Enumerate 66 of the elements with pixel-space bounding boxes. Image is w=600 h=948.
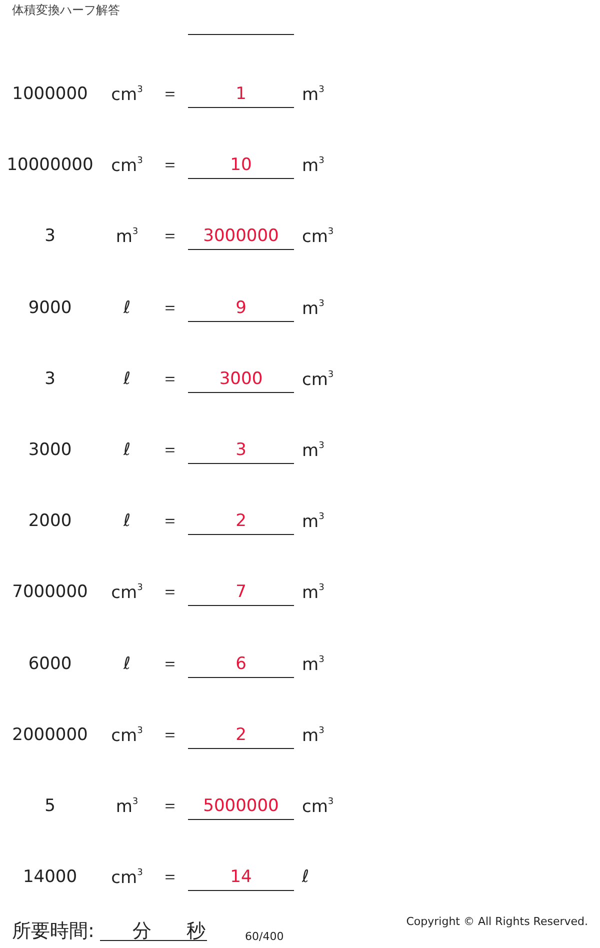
quantity: 2000000 bbox=[12, 726, 88, 744]
unit: m$^{3}$ bbox=[302, 656, 324, 674]
unit: cm$^{3}$ bbox=[302, 228, 334, 246]
quantity: 10000000 bbox=[6, 157, 94, 174]
seconds-label: 秒 bbox=[186, 922, 206, 941]
unit: ℓ bbox=[123, 513, 131, 530]
answer: 10 bbox=[230, 157, 252, 174]
unit: ℓ bbox=[302, 869, 310, 886]
unit: cm$^{3}$ bbox=[111, 869, 143, 888]
unit: ℓ bbox=[123, 300, 131, 317]
equals-sign: ＝ bbox=[162, 228, 178, 246]
equals-sign: ＝ bbox=[162, 726, 178, 744]
equals-sign: ＝ bbox=[162, 513, 178, 530]
equals-sign: ＝ bbox=[162, 656, 178, 673]
answer: 2 bbox=[236, 726, 246, 744]
unit: m$^{3}$ bbox=[302, 584, 324, 602]
unit: ℓ bbox=[123, 442, 131, 459]
unit: ℓ bbox=[123, 370, 131, 388]
unit: m$^{3}$ bbox=[302, 86, 324, 104]
unit: cm$^{3}$ bbox=[302, 370, 334, 389]
answer: 2 bbox=[236, 513, 246, 530]
unit: ℓ bbox=[123, 656, 131, 673]
quantity: 3 bbox=[44, 228, 56, 246]
equals-sign: ＝ bbox=[162, 300, 178, 317]
unit: m$^{3}$ bbox=[302, 300, 324, 318]
answer: 3000 bbox=[219, 370, 263, 388]
answer: 5000000 bbox=[203, 798, 279, 815]
quantity: 7000000 bbox=[12, 584, 88, 602]
unit: m$^{3}$ bbox=[116, 228, 138, 246]
quantity: 9000 bbox=[28, 300, 72, 317]
unit: cm$^{3}$ bbox=[111, 726, 143, 745]
quantity: 14000 bbox=[22, 869, 78, 886]
unit: cm$^{3}$ bbox=[111, 86, 143, 104]
unit: cm$^{3}$ bbox=[302, 798, 334, 816]
time-label: 所要時間: bbox=[12, 922, 94, 941]
answer: 3000000 bbox=[203, 228, 279, 246]
quantity: 3000 bbox=[28, 442, 72, 459]
unit: m$^{3}$ bbox=[302, 442, 324, 460]
equals-sign: ＝ bbox=[162, 442, 178, 459]
worksheet-title: 体積変換ハーフ解答 bbox=[12, 4, 120, 16]
equals-sign: ＝ bbox=[162, 584, 178, 602]
unit: cm$^{3}$ bbox=[111, 157, 143, 176]
answer: 7 bbox=[236, 584, 246, 602]
equals-sign: ＝ bbox=[162, 869, 178, 886]
quantity: 6000 bbox=[28, 656, 72, 673]
unit: cm$^{3}$ bbox=[111, 584, 143, 602]
answer: 3 bbox=[236, 442, 246, 459]
answer: 9 bbox=[236, 300, 246, 317]
answer: 14 bbox=[230, 869, 252, 886]
quantity: 3 bbox=[44, 370, 56, 388]
answer: 6 bbox=[236, 656, 246, 673]
unit: m$^{3}$ bbox=[302, 726, 324, 745]
equals-sign: ＝ bbox=[162, 798, 178, 815]
equals-sign: ＝ bbox=[162, 86, 178, 103]
unit: m$^{3}$ bbox=[302, 513, 324, 532]
minutes-label: 分 bbox=[132, 922, 152, 941]
equals-sign: ＝ bbox=[162, 370, 178, 388]
quantity: 1000000 bbox=[12, 86, 88, 103]
unit: m$^{3}$ bbox=[116, 798, 138, 816]
copyright-notice: Copyright © All Rights Reserved. bbox=[406, 916, 588, 927]
quantity: 2000 bbox=[28, 513, 72, 530]
unit: m$^{3}$ bbox=[302, 157, 324, 176]
equals-sign: ＝ bbox=[162, 157, 178, 174]
answer: 1 bbox=[236, 86, 246, 103]
quantity: 5 bbox=[44, 798, 56, 815]
page-number: 60/400 bbox=[245, 931, 284, 942]
